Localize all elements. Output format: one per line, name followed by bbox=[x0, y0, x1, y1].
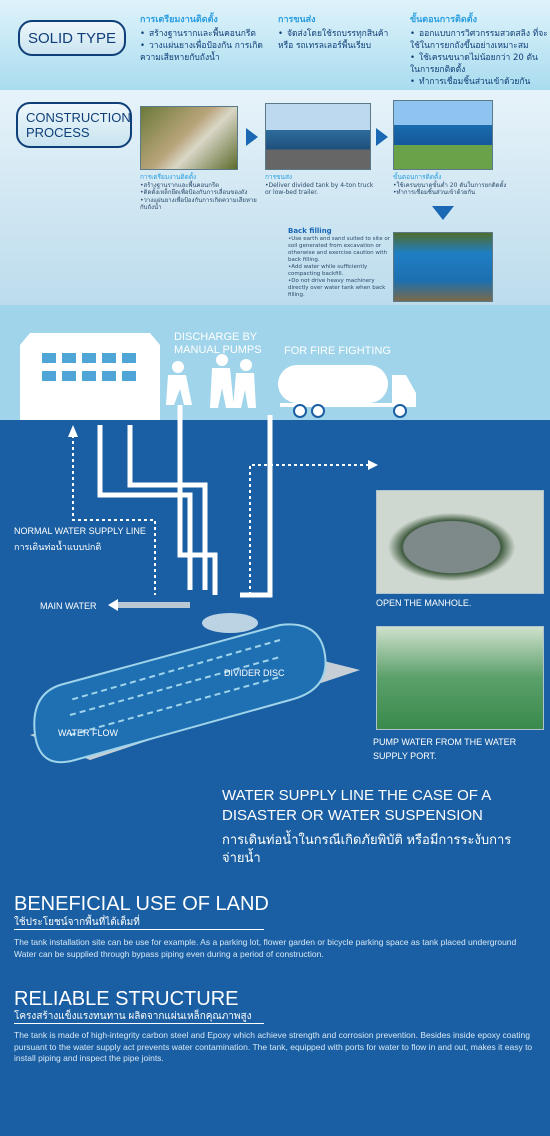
solid-col-item: จัดส่งโดยใช้รถบรรทุกสินค้า หรือ รถเทรลเล… bbox=[278, 28, 400, 52]
solid-col-title: ขั้นตอนการติดตั้ง bbox=[410, 15, 477, 25]
land-text: The tank installation site can be use fo… bbox=[14, 937, 517, 959]
back-filling-item: Do not drive heavy machinery directly ov… bbox=[288, 278, 392, 299]
disaster-title: WATER SUPPLY LINE THE CASE OF A DISASTER… bbox=[222, 787, 491, 824]
divider-disc-label: DIVIDER DISC bbox=[224, 668, 285, 678]
land-title: BENEFICIAL USE OF LAND bbox=[14, 893, 269, 915]
back-filling-title: Back filling bbox=[288, 227, 332, 235]
normal-supply-label-th: การเดินท่อน้ำแบบปกติ bbox=[14, 542, 102, 552]
solid-col-item: สร้างฐานรากและพื้นคอนกรีต bbox=[140, 28, 270, 40]
tank-icon bbox=[33, 613, 327, 764]
discharge-label: DISCHARGE BY MANUAL PUMPS bbox=[174, 331, 262, 356]
water-flow-label: WATER FLOW bbox=[58, 728, 118, 738]
caption-item: วางแผ่นยางเพื่อป้องกันการเกิดความเสียหาย… bbox=[140, 197, 260, 212]
solid-col-preparation: การเตรียมงานติดตั้ง สร้างฐานรากและพื้นคอ… bbox=[140, 14, 270, 64]
manhole-photo bbox=[376, 490, 544, 594]
solid-col-title: การขนส่ง bbox=[278, 15, 316, 25]
pump-photo bbox=[376, 626, 544, 730]
manual-pump-people-icon bbox=[166, 354, 256, 408]
caption-item: ติดตั้งเหล็กยึดเพื่อป้องกันการเลื่อนของถ… bbox=[140, 189, 260, 197]
structure-text: The tank is made of high-integrity carbo… bbox=[14, 1030, 533, 1063]
water-supply-diagram bbox=[20, 333, 416, 764]
solid-col-transport: การขนส่ง จัดส่งโดยใช้รถบรรทุกสินค้า หรือ… bbox=[278, 14, 400, 52]
fire-truck-icon bbox=[278, 365, 416, 418]
arrow-down-icon bbox=[432, 206, 454, 220]
construction-badge: CONSTRUCTION PROCESS bbox=[16, 102, 132, 148]
arrow-right-icon bbox=[246, 128, 258, 146]
solid-col-item: ออกแบบการวิศวกรรมสวดสลิง ที่จะใช้ในการยก… bbox=[410, 28, 548, 52]
structure-subtitle: โครงสร้างแข็งแรงทนทาน ผลิตจากแผ่นเหล็กคุ… bbox=[14, 1011, 252, 1022]
photo-crane-install bbox=[393, 100, 493, 170]
land-subtitle: ใช้ประโยชน์จากพื้นที่ได้เต็มที่ bbox=[14, 917, 140, 928]
structure-title: RELIABLE STRUCTURE bbox=[14, 988, 239, 1010]
back-filling-item: Use earth and sand suited to site or soi… bbox=[288, 236, 392, 264]
normal-supply-label: NORMAL WATER SUPPLY LINE bbox=[14, 526, 146, 536]
caption-installation: ขั้นตอนการติดตั้ง ใช้เครนขนาดขั้นต่ำ 20 … bbox=[393, 173, 513, 197]
arrow-up-icon bbox=[68, 425, 78, 437]
disaster-title-th: การเดินท่อน้ำในกรณีเกิดภัยพิบัติ หรือมีก… bbox=[222, 832, 512, 865]
main-water-label: MAIN WATER bbox=[40, 601, 97, 611]
caption-item: สร้างฐานรากและพื้นคอนกรีต bbox=[140, 182, 260, 190]
solid-col-title: การเตรียมงานติดตั้ง bbox=[140, 15, 218, 25]
land-divider bbox=[14, 929, 264, 930]
arrow-right-icon bbox=[376, 128, 388, 146]
photo-back-filling bbox=[393, 232, 493, 302]
photo-foundation bbox=[140, 106, 238, 170]
pipe-lines bbox=[97, 405, 273, 598]
caption-back-filling: Back filling Use earth and sand suited t… bbox=[288, 228, 392, 299]
caption-item: ทำการเชื่อมชิ้นส่วนเข้าด้วยกัน bbox=[393, 189, 513, 197]
caption-item: Deliver divided tank by 4-ton truck or l… bbox=[265, 182, 377, 197]
solid-col-item: ทำการเชื่อมชิ้นส่วนเข้าด้วยกัน bbox=[410, 76, 548, 88]
pump-caption: PUMP WATER FROM THE WATER SUPPLY PORT. bbox=[373, 737, 517, 761]
building-icon bbox=[20, 333, 160, 420]
arrow-left-icon bbox=[108, 599, 118, 611]
caption-title: การขนส่ง bbox=[265, 173, 293, 181]
manhole-caption: OPEN THE MANHOLE. bbox=[376, 598, 472, 608]
structure-divider bbox=[14, 1023, 264, 1024]
solid-type-section: SOLID TYPE การเตรียมงานติดตั้ง สร้างฐานร… bbox=[0, 0, 550, 90]
photo-truck-transport bbox=[265, 103, 371, 170]
caption-title: ขั้นตอนการติดตั้ง bbox=[393, 173, 442, 181]
fire-fighting-label: FOR FIRE FIGHTING bbox=[284, 345, 391, 357]
normal-supply-dotted-line bbox=[72, 435, 156, 595]
caption-item: ใช้เครนขนาดขั้นต่ำ 20 ตันในการยกติดตั้ง bbox=[393, 182, 513, 190]
disaster-supply-dotted-line bbox=[249, 464, 370, 595]
arrow-right-icon bbox=[368, 460, 378, 470]
caption-title: การเตรียมงานติดตั้ง bbox=[140, 173, 197, 181]
solid-type-badge: SOLID TYPE bbox=[18, 20, 126, 56]
solid-col-item: ใช้เครนขนาดไม่น้อยกว่า 20 ตัน ในการยกติด… bbox=[410, 52, 548, 76]
water-flow-arrows bbox=[69, 639, 281, 736]
caption-transport: การขนส่ง Deliver divided tank by 4-ton t… bbox=[265, 173, 377, 197]
back-filling-item: Add water while sufficiently compacting … bbox=[288, 264, 392, 278]
caption-preparation: การเตรียมงานติดตั้ง สร้างฐานรากและพื้นคอ… bbox=[140, 173, 260, 212]
solid-col-item: วางแผ่นยางเพื่อป้องกัน การเกิดความเสียหา… bbox=[140, 40, 270, 64]
solid-col-installation: ขั้นตอนการติดตั้ง ออกแบบการวิศวกรรมสวดสล… bbox=[410, 14, 548, 88]
